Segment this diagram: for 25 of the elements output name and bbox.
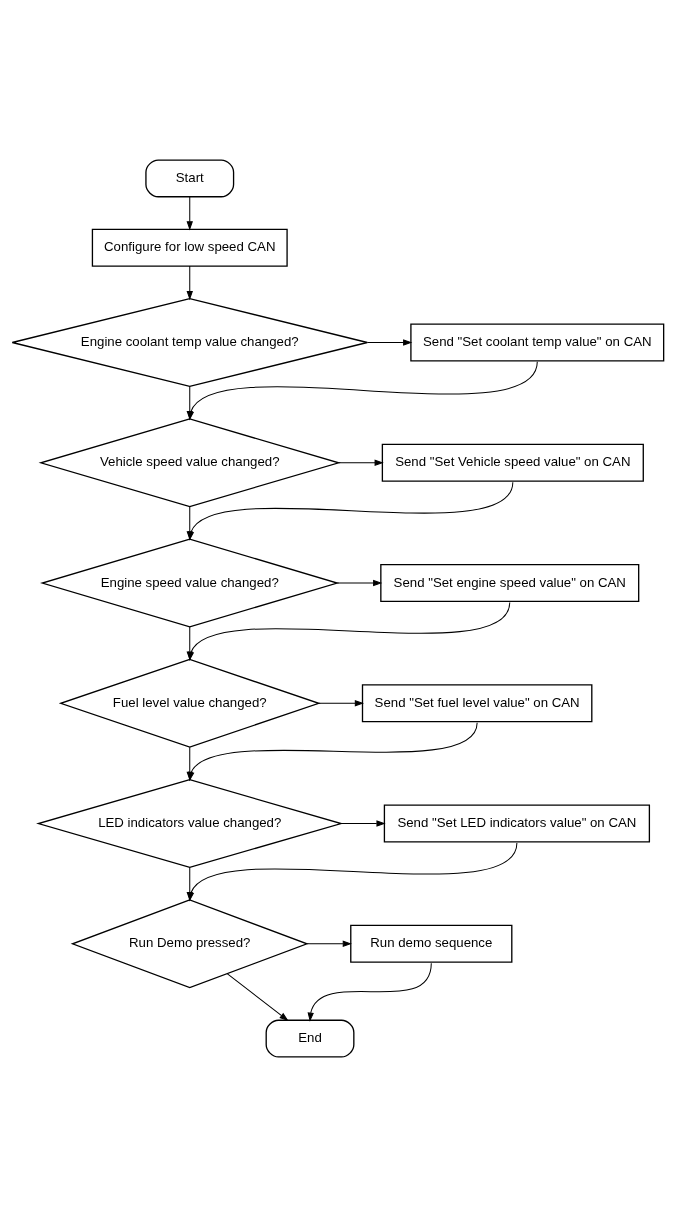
arrow — [186, 265, 193, 300]
node-diamond: Run Demo pressed? — [70, 898, 309, 988]
node-box: Send "Set fuel level value" on CAN — [361, 683, 593, 722]
node-diamond: LED indicators value changed? — [36, 778, 344, 868]
node-diamond: Engine coolant temp value changed? — [11, 297, 368, 387]
arrow — [338, 459, 384, 466]
node-box: Send "Set engine speed value" on CAN — [380, 563, 640, 602]
arrow — [318, 699, 364, 706]
node-box: Configure for low speed CAN — [91, 228, 288, 267]
node-box: Start — [145, 158, 235, 197]
node-box: End — [265, 1019, 355, 1058]
node-box: Send "Set LED indicators value" on CAN — [383, 804, 651, 843]
arrow — [366, 338, 413, 346]
arrow — [226, 972, 289, 1021]
node-box: Send "Set coolant temp value" on CAN — [410, 323, 665, 361]
arrow — [340, 819, 386, 827]
node-diamond: Engine speed value changed? — [40, 538, 340, 628]
arrow — [307, 962, 432, 1022]
arrow — [336, 579, 383, 586]
node-diamond: Fuel level value changed? — [58, 658, 321, 748]
node-diamond: Vehicle speed value changed? — [38, 417, 341, 507]
node-box: Run demo sequence — [350, 924, 513, 963]
arrow — [186, 196, 193, 230]
arrow — [306, 940, 352, 947]
node-box: Send "Set Vehicle speed value" on CAN — [381, 443, 644, 482]
